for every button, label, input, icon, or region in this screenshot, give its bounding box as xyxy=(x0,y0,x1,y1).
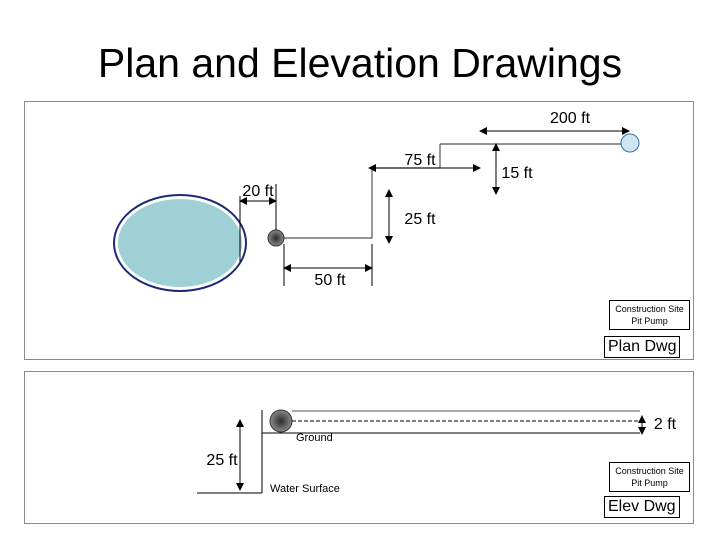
ground-label: Ground xyxy=(296,432,333,444)
pump-plan xyxy=(620,133,640,153)
dim-elev-2-label: 2 ft xyxy=(654,416,677,433)
elevation-panel xyxy=(24,371,694,524)
dim-20-label: 20 ft xyxy=(242,183,274,200)
dim-200-label: 200 ft xyxy=(550,110,591,127)
plan-pump-label: Construction Site Pit Pump xyxy=(609,300,690,330)
plan-drawing-label: Plan Dwg xyxy=(604,336,681,358)
elev-pump-label-text: Construction Site Pit Pump xyxy=(615,466,684,488)
dim-75-label: 75 ft xyxy=(404,152,436,169)
plan-pump-label-text: Construction Site Pit Pump xyxy=(615,304,684,326)
dim-15-label: 15 ft xyxy=(501,165,533,182)
dim-50-label: 50 ft xyxy=(314,272,346,289)
dim-25-label: 25 ft xyxy=(404,211,436,228)
page-title: Plan and Elevation Drawings xyxy=(97,40,623,86)
elev-drawing-label: Elev Dwg xyxy=(604,496,680,518)
pit-plan xyxy=(267,229,285,247)
water-surface-label: Water Surface xyxy=(270,483,340,495)
dim-elev-25-label: 25 ft xyxy=(206,452,238,469)
pond-water xyxy=(118,199,242,287)
elev-pump-label: Construction Site Pit Pump xyxy=(609,462,690,492)
